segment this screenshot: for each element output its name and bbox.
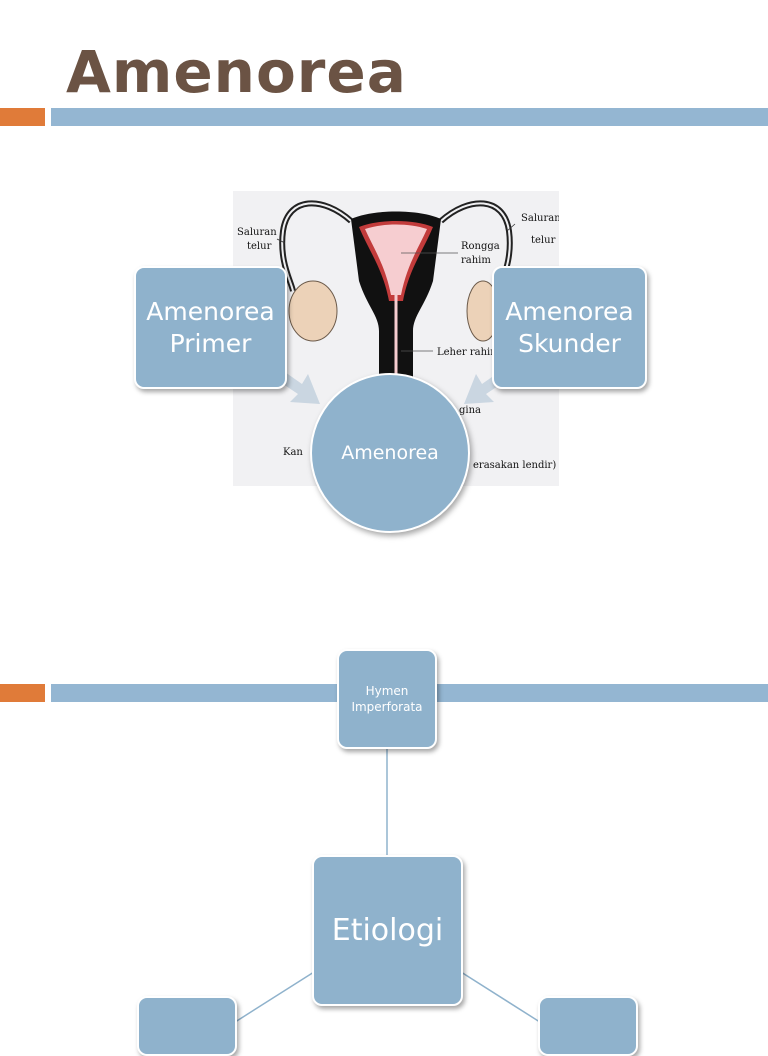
node-amenorea-skunder: Amenorea Skunder <box>492 266 647 389</box>
node-hymen-imperforata: Hymen Imperforata <box>337 649 437 749</box>
node-etiologi-label: Etiologi <box>331 913 444 948</box>
node-amenorea-center: Amenorea <box>310 373 470 533</box>
label-vagina: gina <box>459 405 481 416</box>
label-saluran-left-1: Saluran <box>237 227 277 238</box>
arrow-primer-to-center <box>280 370 320 404</box>
node-left-partial <box>137 996 237 1056</box>
title-accent-blue <box>51 108 768 126</box>
diagram-connectors <box>231 749 544 1024</box>
label-rongga-2: rahim <box>461 255 491 266</box>
slide-title: Amenorea <box>66 38 407 106</box>
node-amenorea-skunder-label: Amenorea Skunder <box>505 296 634 358</box>
node-amenorea-center-label: Amenorea <box>341 442 439 464</box>
title-accent-orange <box>0 108 45 126</box>
label-kanal: Kan <box>283 447 303 458</box>
label-leher-rahim: Leher rahim <box>437 347 500 358</box>
label-saluran-right-2: telur <box>531 235 556 246</box>
node-etiologi: Etiologi <box>312 855 463 1006</box>
node-right-partial <box>538 996 638 1056</box>
label-saluran-right-1: Saluran <box>521 213 559 224</box>
node-amenorea-primer-label: Amenorea Primer <box>146 296 275 358</box>
node-hymen-imperforata-label: Hymen Imperforata <box>351 684 423 714</box>
label-rongga-1: Rongga <box>461 241 500 252</box>
node-amenorea-primer: Amenorea Primer <box>134 266 287 389</box>
label-saluran-left-2: telur <box>247 241 272 252</box>
label-lendir: erasakan lendir) <box>473 460 556 471</box>
slide2-accent-orange <box>0 684 45 702</box>
